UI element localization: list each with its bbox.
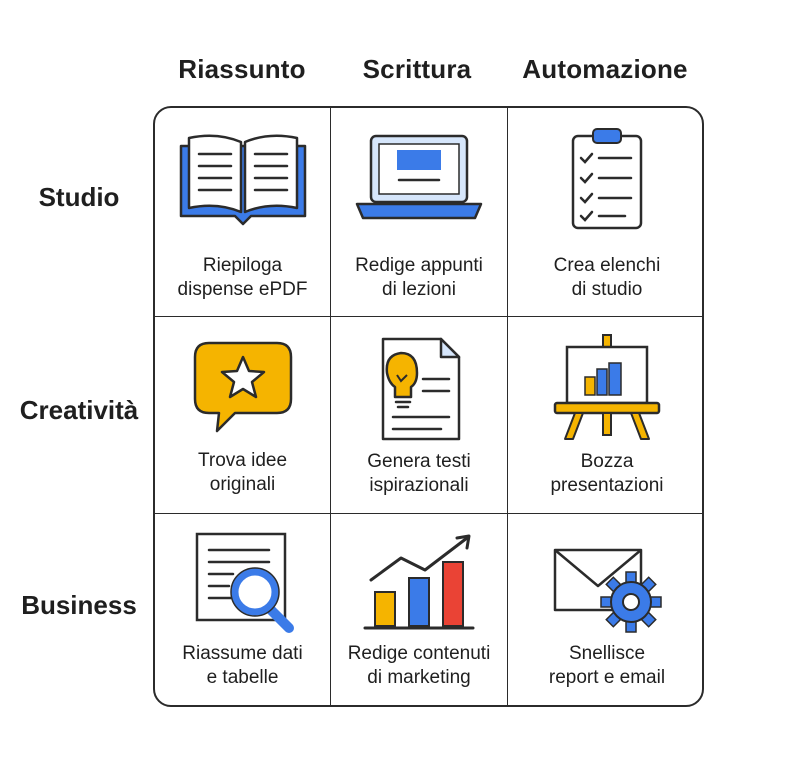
caption-line: Redige contenuti [347, 643, 491, 664]
caption-line: originali [209, 474, 276, 495]
cell-studio-riassunto: Riepiloga dispense ePDF [155, 108, 331, 317]
cell-caption: Trova idee originali [159, 449, 326, 497]
caption-line: Snellisce [568, 643, 646, 664]
caption-line: Bozza [580, 451, 634, 472]
column-header-scrittura: Scrittura [362, 54, 472, 84]
row-header-business: Business [21, 590, 137, 620]
cell-caption: Riassume dati e tabelle [159, 642, 326, 690]
cell-caption: Redige contenuti di marketing [335, 642, 503, 690]
caption-line: Trova idee [197, 450, 288, 471]
cell-studio-automazione: Crea elenchi di studio [508, 108, 702, 317]
cell-caption: Redige appunti di lezioni [335, 254, 503, 302]
caption-line: dispense ePDF [177, 279, 308, 300]
cell-creativita-automazione: Bozza presentazioni [508, 317, 702, 514]
cell-caption: Bozza presentazioni [512, 450, 702, 498]
laptop-icon [331, 124, 507, 234]
use-case-grid: Riepiloga dispense ePDF Redige appunti d… [153, 106, 704, 707]
envelope-gear-icon [508, 530, 702, 640]
presentation-easel-icon [508, 333, 702, 443]
cell-caption: Genera testi ispirazionali [335, 450, 503, 498]
caption-line: Crea elenchi [553, 255, 661, 276]
caption-line: Riassume dati [182, 643, 303, 664]
caption-line: Genera testi [367, 451, 471, 472]
column-header-riassunto: Riassunto [178, 54, 306, 84]
cell-caption: Snellisce report e email [512, 642, 702, 690]
caption-line: report e email [548, 667, 666, 688]
row-header-studio: Studio [38, 182, 120, 212]
cell-caption: Crea elenchi di studio [512, 254, 702, 302]
document-magnifier-icon [155, 530, 330, 640]
cell-business-scrittura: Redige contenuti di marketing [331, 514, 508, 705]
caption-line: di marketing [367, 667, 471, 688]
star-speech-bubble-icon [155, 339, 330, 449]
column-header-automazione: Automazione [522, 54, 688, 84]
row-header-creativita: Creatività [19, 395, 139, 425]
caption-line: di lezioni [382, 279, 456, 300]
open-book-icon [155, 124, 330, 234]
cell-business-riassunto: Riassume dati e tabelle [155, 514, 331, 705]
caption-line: Redige appunti [355, 255, 483, 276]
cell-studio-scrittura: Redige appunti di lezioni [331, 108, 508, 317]
caption-line: e tabelle [206, 667, 279, 688]
caption-line: di studio [571, 279, 643, 300]
cell-creativita-scrittura: Genera testi ispirazionali [331, 317, 508, 514]
growth-bar-chart-icon [331, 532, 507, 642]
lightbulb-document-icon [331, 335, 507, 445]
caption-line: presentazioni [550, 475, 664, 496]
cell-caption: Riepiloga dispense ePDF [159, 254, 326, 302]
cell-business-automazione: Snellisce report e email [508, 514, 702, 705]
caption-line: ispirazionali [369, 475, 469, 496]
caption-line: Riepiloga [202, 255, 283, 276]
checklist-clipboard-icon [508, 124, 702, 234]
cell-creativita-riassunto: Trova idee originali [155, 317, 331, 514]
